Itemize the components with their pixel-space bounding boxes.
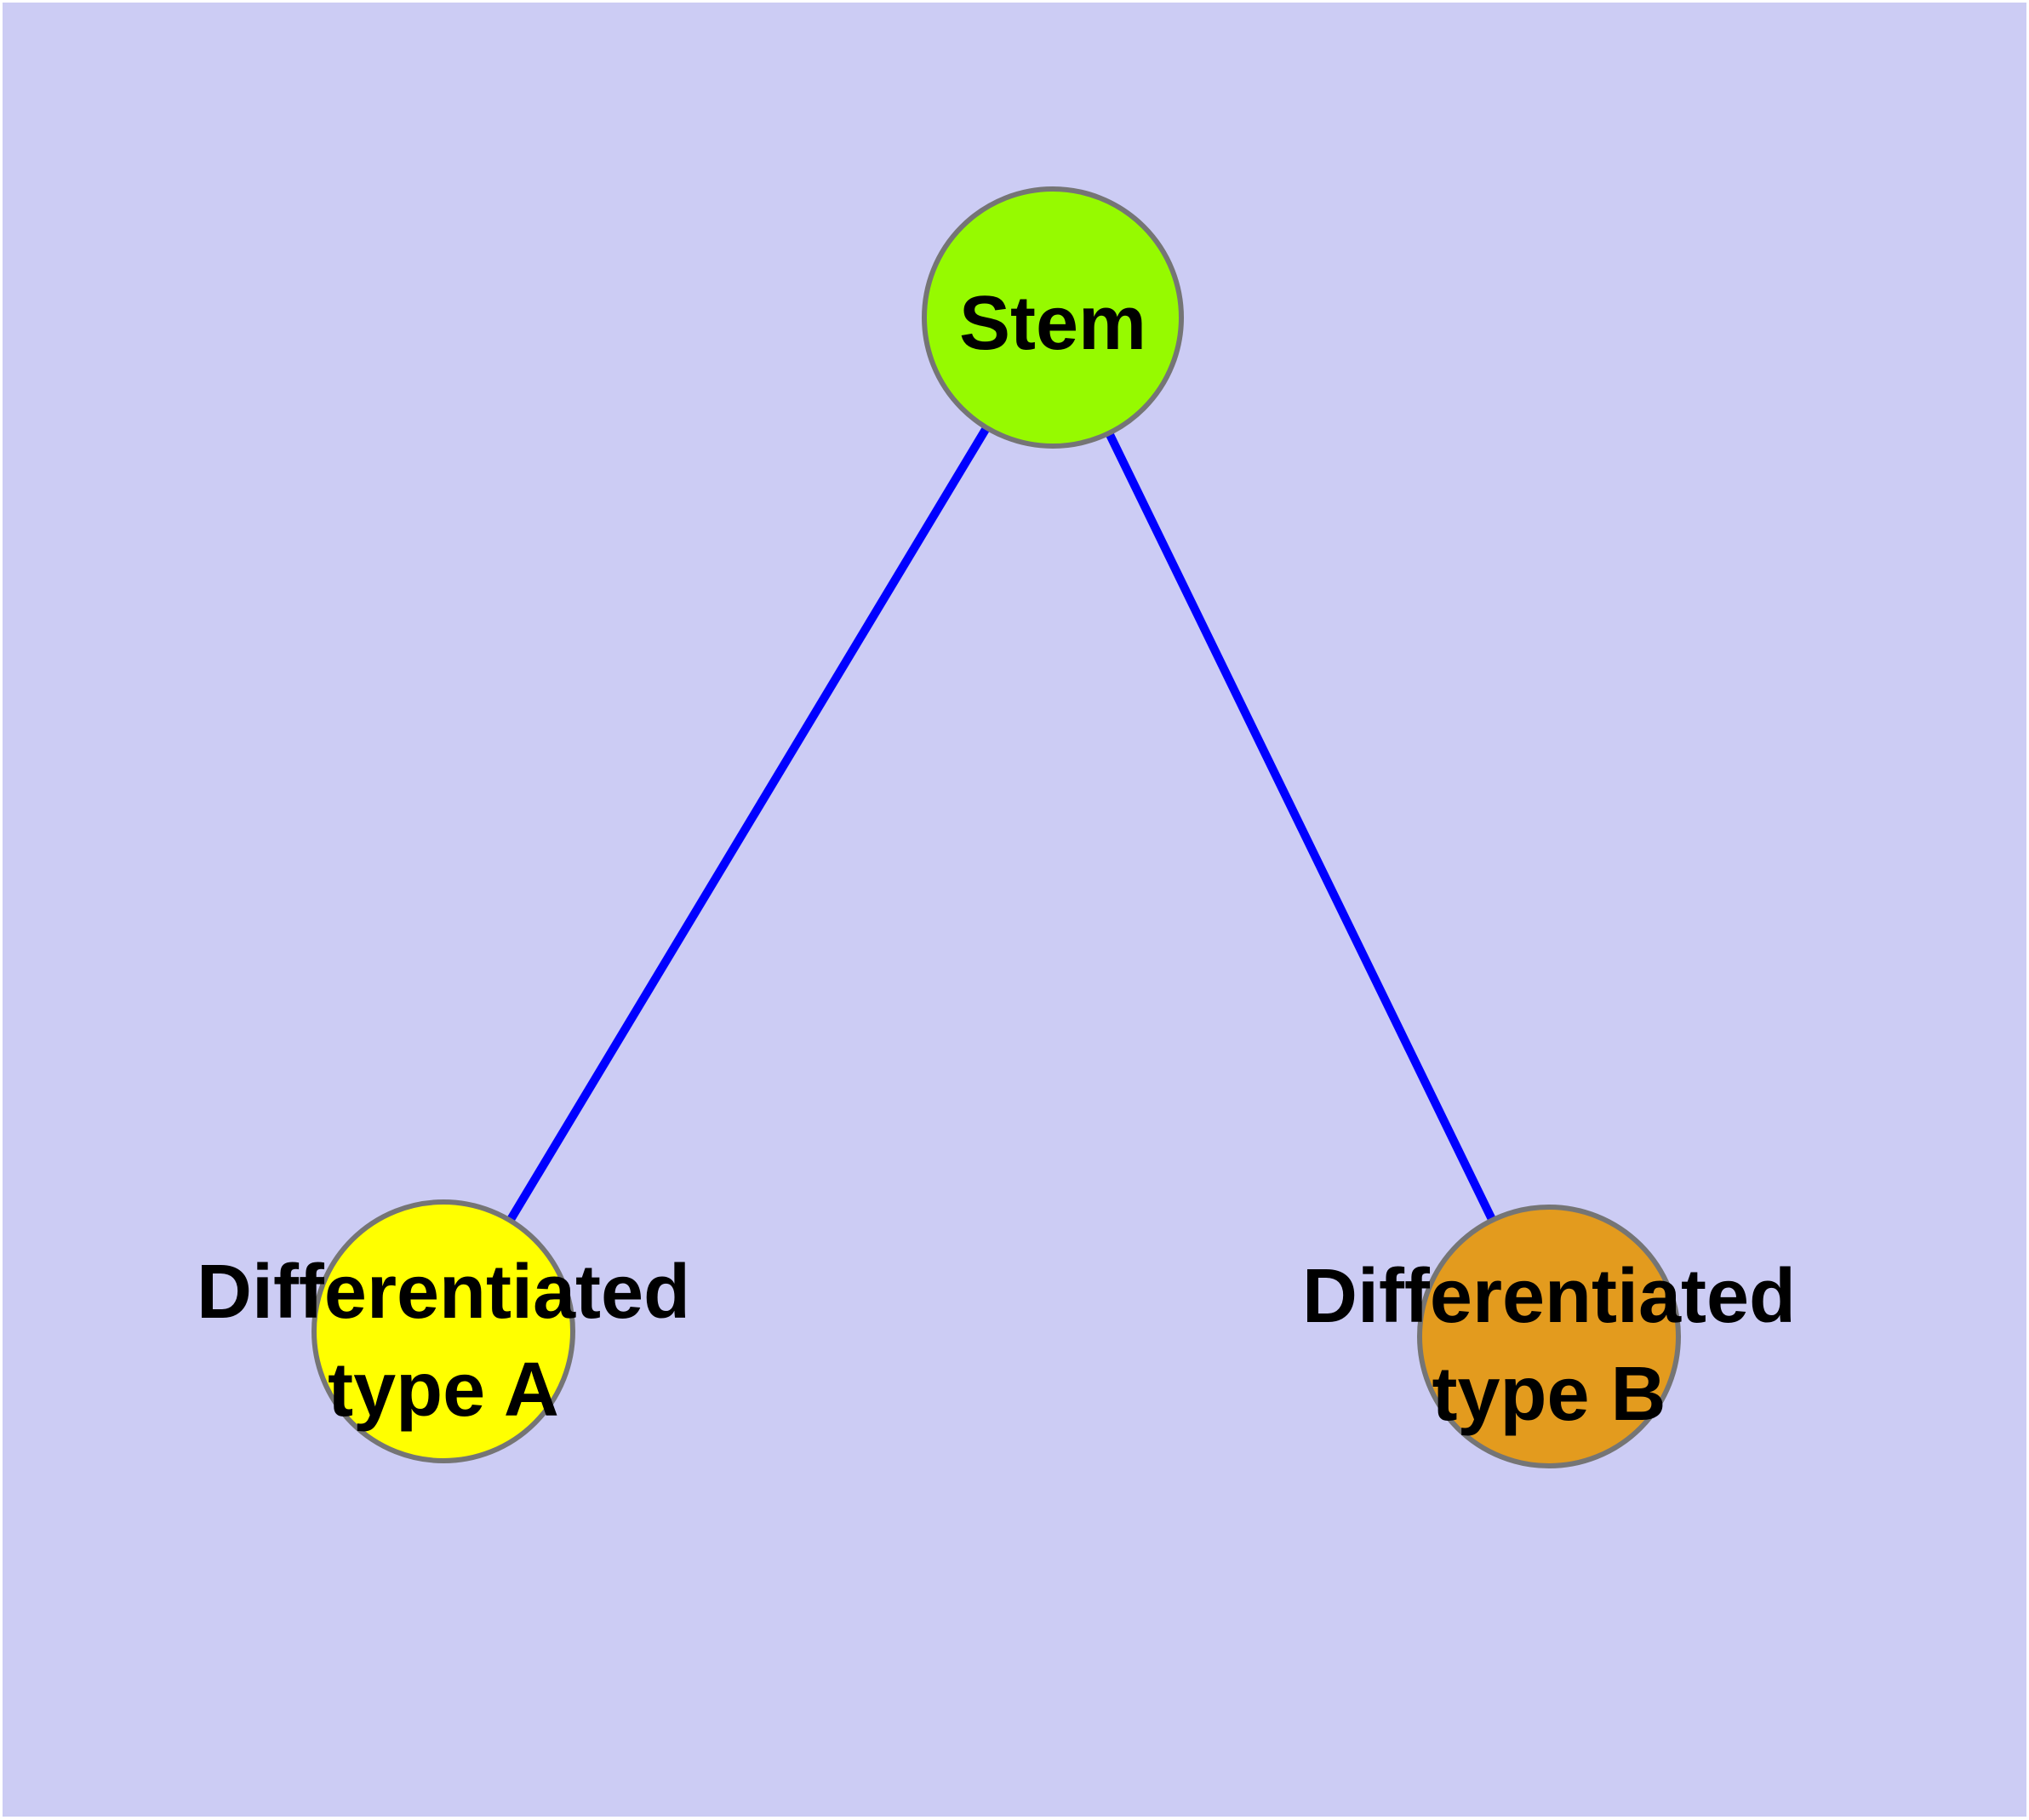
node-differentiated-type-a: Differentiated type A — [197, 1199, 690, 1463]
node-differentiated-type-b: Differentiated type B — [1302, 1205, 1796, 1468]
edge-group — [439, 315, 1553, 1339]
node-type-b-label-line2: type B — [1432, 1352, 1666, 1437]
node-stem-label: Stem — [959, 281, 1146, 366]
node-stem: Stem — [922, 186, 1184, 449]
node-type-a-circle — [311, 1199, 575, 1463]
edge-stem-to-type-a — [439, 315, 1057, 1334]
edge-stem-to-type-b — [1049, 315, 1553, 1339]
node-type-a-label-line1: Differentiated — [197, 1250, 690, 1335]
node-type-a-label-line2: type A — [328, 1348, 559, 1433]
node-type-b-circle — [1417, 1205, 1681, 1468]
node-stem-circle — [922, 186, 1184, 449]
node-type-b-label-line1: Differentiated — [1302, 1254, 1796, 1339]
